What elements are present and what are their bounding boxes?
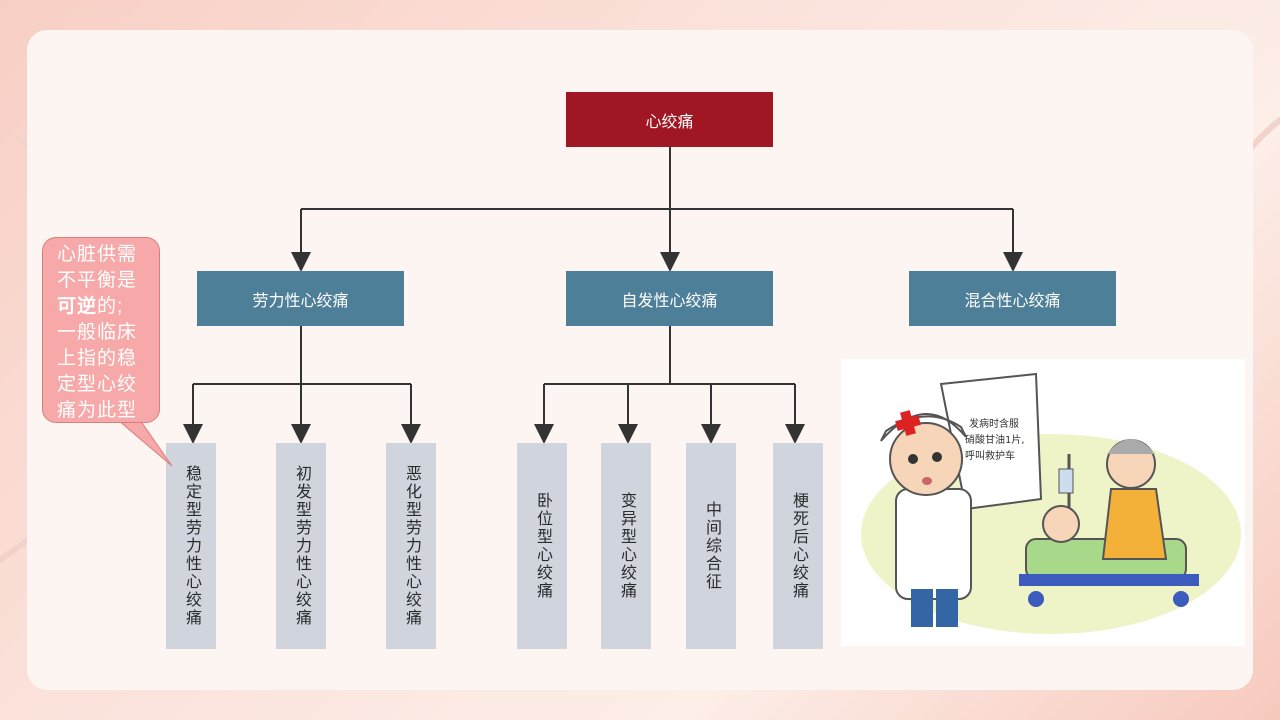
note-line-3: 呼叫救护车	[965, 449, 1015, 462]
family-member-figure	[1101, 439, 1168, 560]
callout-note: 心脏供需 不平衡是 可逆的; 一般临床 上指的稳 定型心绞 痛为此型	[42, 237, 160, 423]
node-spontaneous: 自发性心绞痛	[566, 271, 773, 326]
callout-line-2: 不平衡是	[57, 270, 138, 291]
leaf-post-infarction-label: 梗死后心绞痛	[790, 492, 807, 600]
callout-line-5: 上指的稳	[57, 348, 138, 369]
callout-line-6: 定型心绞	[57, 374, 138, 395]
note-paper: 发病时含服 硝酸甘油1片, 呼叫救护车	[939, 372, 1043, 511]
callout-bold: 可逆	[57, 296, 98, 317]
leaf-stable: 稳定型劳力性心绞痛	[166, 443, 216, 649]
leaf-new-onset-label: 初发型劳力性心绞痛	[293, 465, 310, 627]
node-root-label: 心绞痛	[645, 113, 694, 131]
node-exertional: 劳力性心绞痛	[197, 271, 404, 326]
node-spontaneous-label: 自发性心绞痛	[621, 292, 718, 310]
node-exertional-label: 劳力性心绞痛	[252, 292, 349, 310]
leaf-decubitus-label: 卧位型心绞痛	[534, 492, 551, 600]
note-line-2: 硝酸甘油1片,	[965, 433, 1025, 446]
node-mixed-label: 混合性心绞痛	[964, 292, 1061, 310]
callout-line-3-rest: 的;	[97, 296, 124, 317]
leaf-decubitus: 卧位型心绞痛	[517, 443, 567, 649]
note-line-1: 发病时含服	[969, 417, 1019, 430]
leaf-post-infarction: 梗死后心绞痛	[773, 443, 823, 649]
doctor-figure	[880, 410, 972, 627]
illustration-art: 发病时含服 硝酸甘油1片, 呼叫救护车	[861, 372, 1241, 634]
node-root: 心绞痛	[566, 92, 773, 147]
callout-line-4: 一般临床	[57, 322, 138, 343]
leaf-intermediate-label: 中间综合征	[703, 501, 720, 591]
leaf-new-onset: 初发型劳力性心绞痛	[276, 443, 326, 649]
leaf-variant-label: 变异型心绞痛	[618, 492, 635, 600]
leaf-worsening-label: 恶化型劳力性心绞痛	[403, 465, 420, 627]
callout-line-1: 心脏供需	[57, 244, 138, 265]
leaf-intermediate: 中间综合征	[686, 443, 736, 649]
leaf-variant: 变异型心绞痛	[601, 443, 651, 649]
callout-line-3: 可逆的;	[57, 294, 153, 320]
callout-line-7: 痛为此型	[57, 400, 138, 421]
leaf-worsening: 恶化型劳力性心绞痛	[386, 443, 436, 649]
doctor-patient-illustration: 发病时含服 硝酸甘油1片, 呼叫救护车	[841, 359, 1245, 646]
leaf-stable-label: 稳定型劳力性心绞痛	[183, 465, 200, 627]
node-mixed: 混合性心绞痛	[909, 271, 1116, 326]
